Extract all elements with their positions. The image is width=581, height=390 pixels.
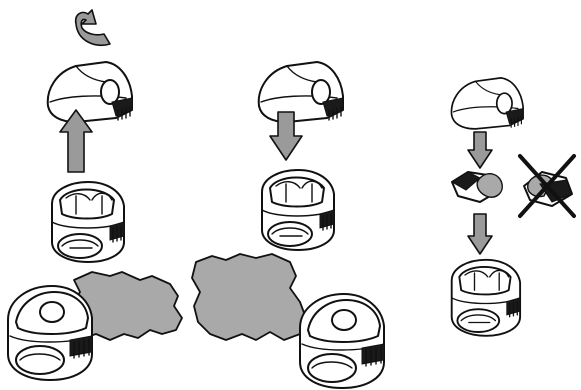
cap-icon bbox=[259, 62, 343, 122]
rotate-arrow-icon bbox=[76, 10, 110, 45]
cap-icon bbox=[451, 78, 523, 129]
open-unit-icon bbox=[52, 182, 124, 262]
panel-attach-cap bbox=[259, 62, 343, 250]
bottom-row bbox=[8, 254, 384, 388]
down-arrow-icon bbox=[468, 214, 492, 254]
pad-correct-icon bbox=[452, 172, 502, 202]
shred-right-icon bbox=[192, 254, 306, 340]
panel-insert-correctly bbox=[451, 78, 574, 336]
unit-right-icon bbox=[300, 294, 384, 388]
open-unit-icon bbox=[452, 260, 520, 336]
down-arrow-icon bbox=[468, 132, 492, 168]
cap-icon bbox=[48, 62, 132, 122]
unit-left-icon bbox=[8, 286, 92, 380]
panel-remove-cap bbox=[48, 10, 132, 262]
open-unit-icon bbox=[262, 170, 334, 250]
